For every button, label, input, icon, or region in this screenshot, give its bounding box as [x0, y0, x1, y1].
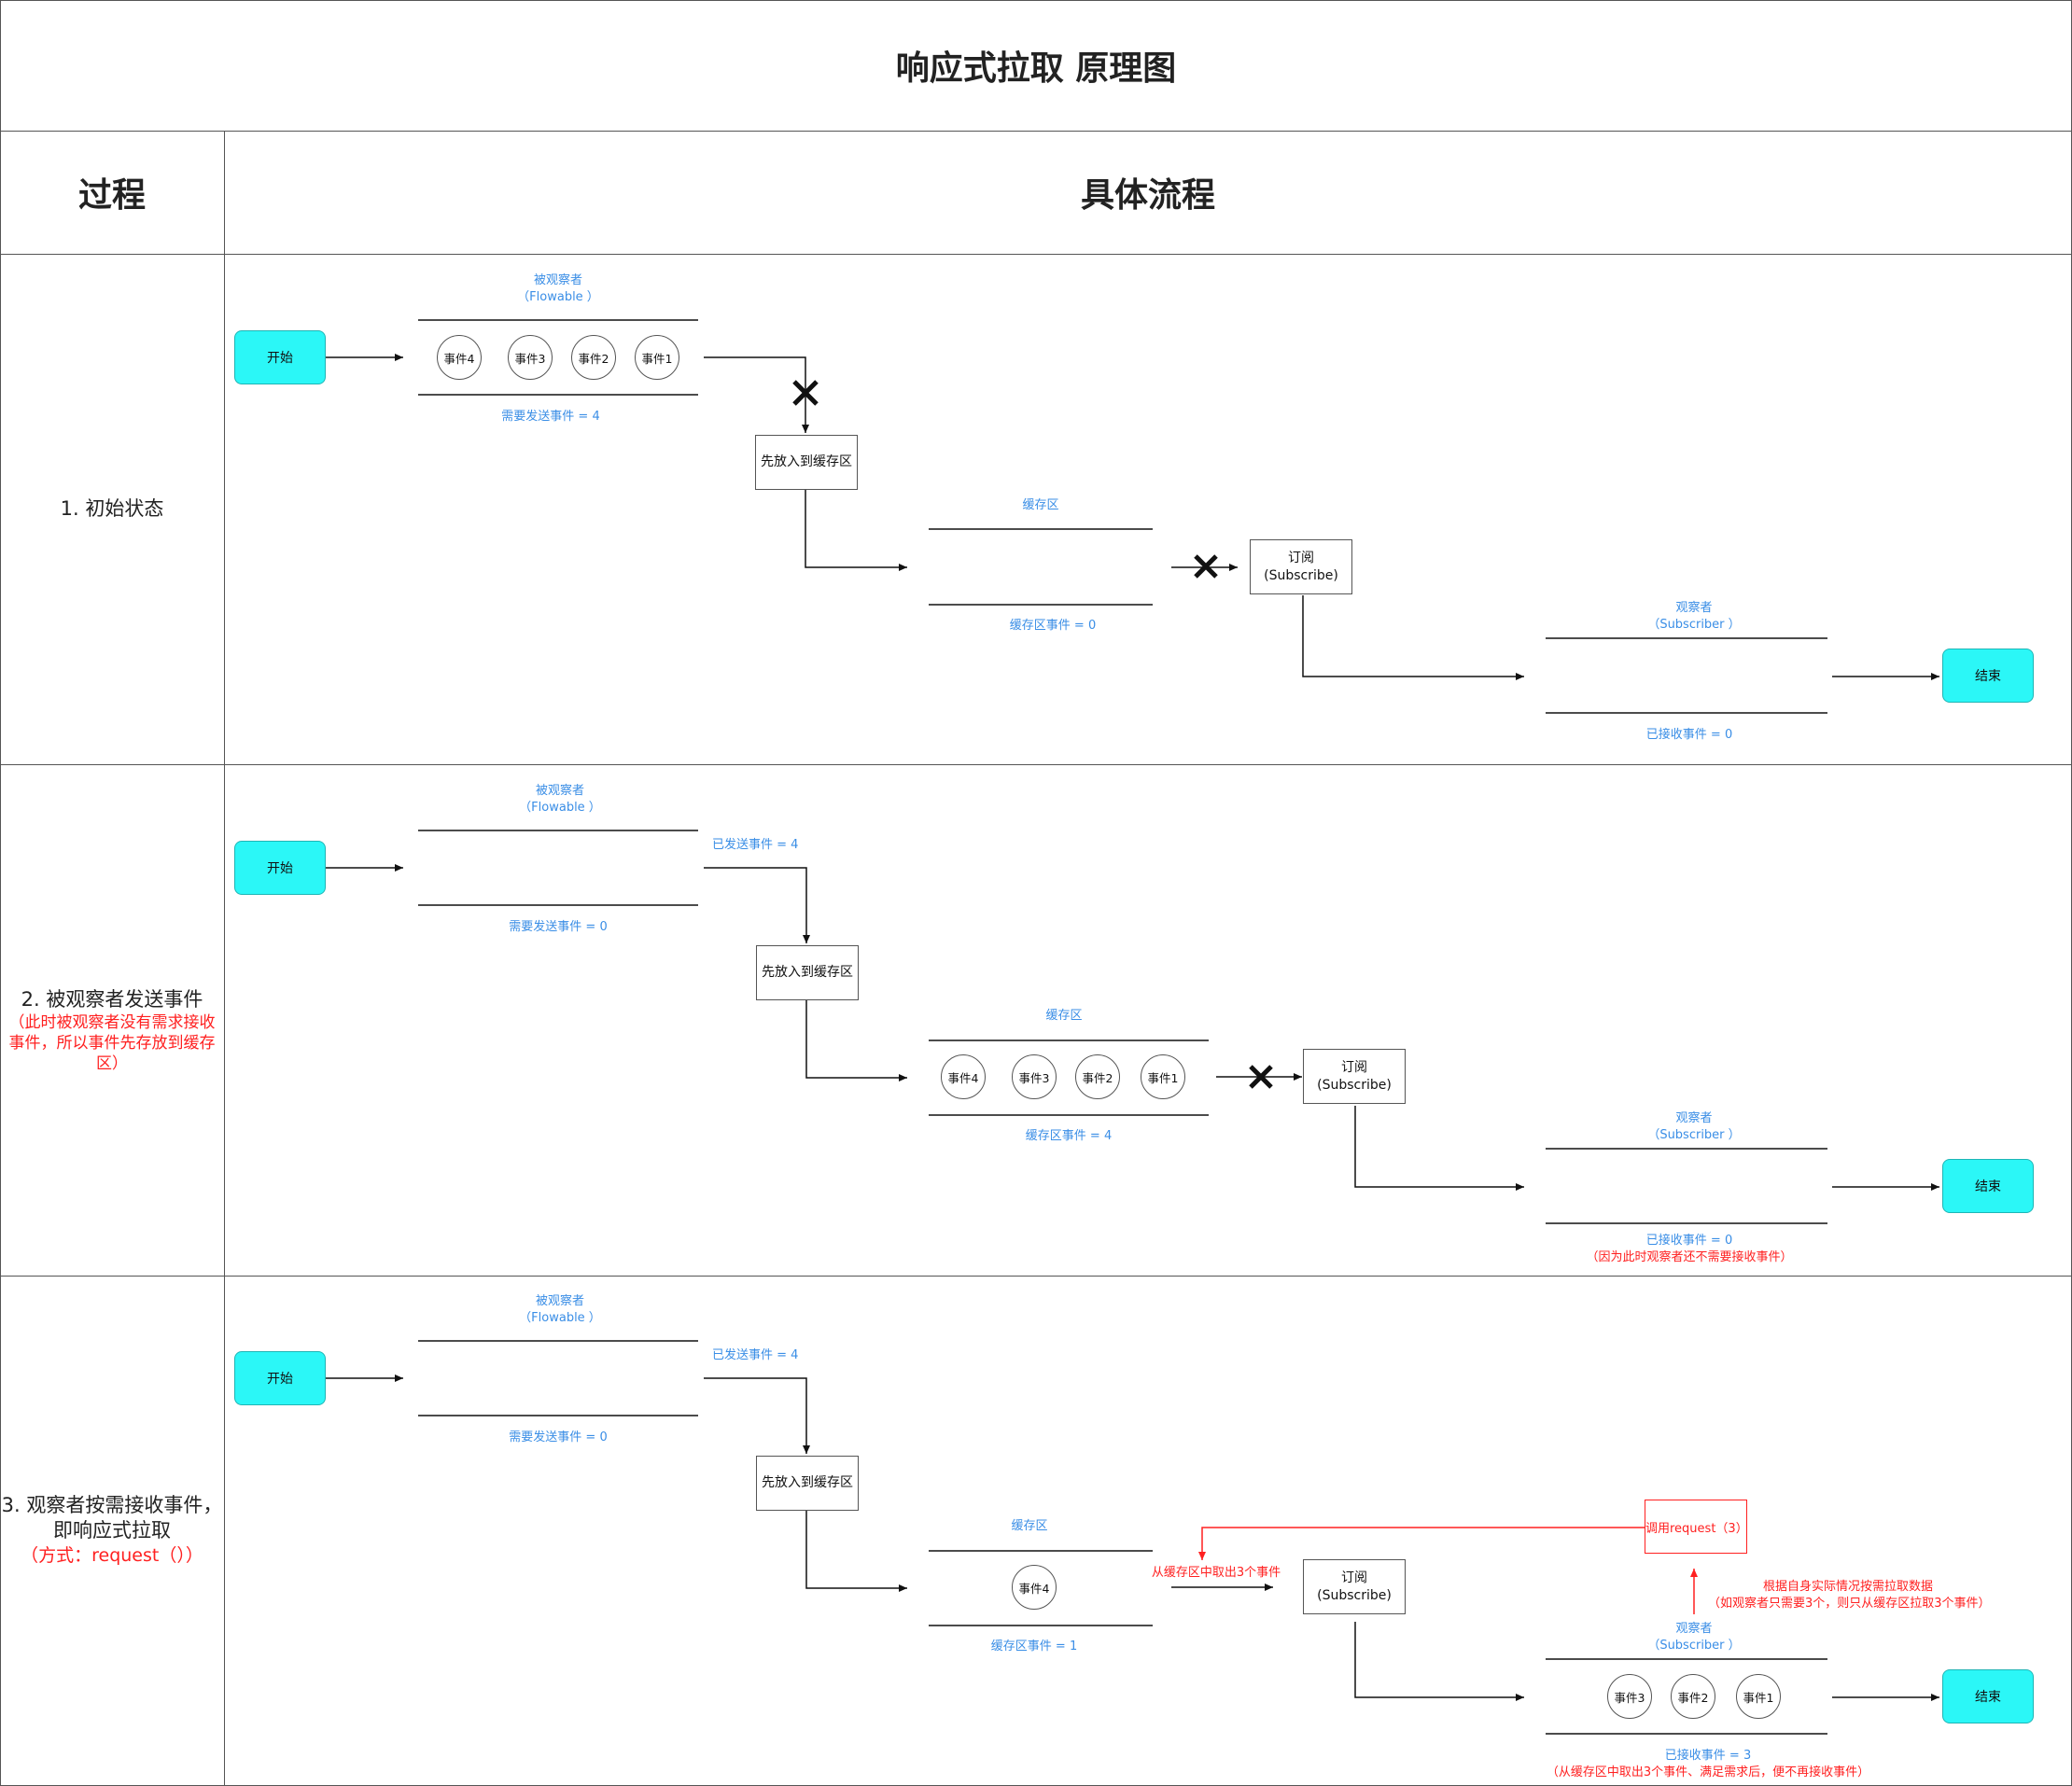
observer-label: 观察者 （Subscriber ）	[1643, 1621, 1745, 1654]
subscribe-subtitle: (Subscribe)	[1264, 567, 1338, 583]
divider-row2	[0, 1276, 2072, 1277]
subscribe-title: 订阅	[1341, 1570, 1367, 1586]
buffer-count: 缓存区事件 = 0	[1009, 619, 1097, 633]
observer-subtitle: （Subscriber ）	[1647, 1639, 1741, 1653]
received-count-text: 已接收事件 = 3	[1664, 1749, 1752, 1763]
observer-title: 观察者	[1675, 1622, 1713, 1636]
buffer-action-box: 先放入到缓存区	[755, 435, 858, 490]
row3-label-line2: 即响应式拉取	[53, 1519, 171, 1542]
received-count: 已接收事件 = 3 （从缓存区中取出3个事件、满足需求后，便不再接收事件）	[1512, 1748, 1904, 1781]
subscribe-subtitle: (Subscribe)	[1317, 1587, 1392, 1603]
buffer-count: 缓存区事件 = 4	[1025, 1129, 1113, 1143]
divider-row1	[0, 764, 2072, 765]
observable-label: 被观察者 （Flowable ）	[511, 272, 605, 306]
row2-label-text: 2. 被观察者发送事件	[21, 988, 203, 1011]
start-node: 开始	[234, 1351, 326, 1405]
request-call-box: 调用request（3）	[1645, 1500, 1748, 1554]
need-send-count: 需要发送事件 = 4	[501, 410, 600, 424]
pull-note-line1: 根据自身实际情况按需拉取数据	[1762, 1580, 1933, 1594]
subscribe-box: 订阅 (Subscribe)	[1303, 1049, 1406, 1104]
row3-label-line1: 3. 观察者按需接收事件，	[1, 1494, 223, 1516]
subscribe-box: 订阅 (Subscribe)	[1303, 1559, 1406, 1614]
observer-subtitle: （Subscriber ）	[1647, 1128, 1741, 1143]
need-send-count: 需要发送事件 = 0	[509, 1430, 608, 1444]
subscribe-subtitle: (Subscribe)	[1317, 1077, 1392, 1093]
buffer-count: 缓存区事件 = 1	[990, 1639, 1078, 1653]
start-node: 开始	[234, 841, 326, 895]
observable-subtitle: （Flowable ）	[519, 1311, 601, 1326]
subscribe-title: 订阅	[1288, 551, 1314, 566]
row3-label: 3. 观察者按需接收事件， 即响应式拉取 （方式：request（））	[0, 1493, 224, 1567]
observable-label: 被观察者 （Flowable ）	[513, 1293, 607, 1327]
row3-label-note: （方式：request（））	[21, 1544, 203, 1566]
event-1-node: 事件1	[1736, 1674, 1781, 1719]
observable-title: 被观察者	[533, 273, 582, 287]
divider-title	[0, 131, 2072, 132]
observer-subtitle: （Subscriber ）	[1647, 618, 1741, 633]
buffer-label: 缓存区	[1045, 1009, 1083, 1023]
event-2-node: 事件2	[571, 335, 616, 380]
observer-label: 观察者 （Subscriber ）	[1643, 1110, 1745, 1144]
row1-label-text: 1. 初始状态	[60, 497, 164, 520]
buffer-label: 缓存区	[1022, 498, 1059, 512]
take-from-buffer-label: 从缓存区中取出3个事件	[1151, 1566, 1281, 1580]
observable-subtitle: （Flowable ）	[519, 801, 601, 816]
event-1-node: 事件1	[635, 335, 679, 380]
event-2-node: 事件2	[1671, 1674, 1715, 1719]
diagram-title: 响应式拉取 原理图	[895, 49, 1177, 88]
row2-label-note: （此时被观察者没有需求接收事件，所以事件先存放到缓存区）	[8, 1013, 216, 1074]
buffer-action-box: 先放入到缓存区	[756, 1456, 859, 1511]
end-node: 结束	[1942, 1669, 2034, 1723]
row2-label: 2. 被观察者发送事件 （此时被观察者没有需求接收事件，所以事件先存放到缓存区）	[0, 987, 224, 1075]
event-4-node: 事件4	[941, 1054, 986, 1099]
observable-title: 被观察者	[535, 1294, 584, 1308]
need-send-count: 需要发送事件 = 0	[509, 920, 608, 934]
row1-label: 1. 初始状态	[0, 496, 224, 522]
start-node: 开始	[234, 330, 326, 384]
end-node: 结束	[1942, 649, 2034, 703]
header-process: 过程	[77, 176, 146, 215]
event-3-node: 事件3	[1607, 1674, 1652, 1719]
buffer-label: 缓存区	[1011, 1519, 1048, 1533]
divider-column	[224, 131, 225, 1786]
pull-note-line2: （如观察者只需要3个，则只从缓存区拉取3个事件）	[1708, 1597, 1991, 1612]
subscribe-title: 订阅	[1341, 1060, 1367, 1076]
observable-subtitle: （Flowable ）	[517, 290, 599, 305]
buffer-action-box: 先放入到缓存区	[756, 945, 859, 1000]
received-note: （因为此时观察者还不需要接收事件）	[1586, 1250, 1793, 1265]
event-4-node: 事件4	[437, 335, 482, 380]
observer-title: 观察者	[1675, 601, 1713, 615]
observer-title: 观察者	[1675, 1111, 1713, 1125]
received-count: 已接收事件 = 0 （因为此时观察者还不需要接收事件）	[1540, 1233, 1839, 1266]
event-3-node: 事件3	[1012, 1054, 1057, 1099]
event-4-node: 事件4	[1012, 1565, 1057, 1610]
event-3-node: 事件3	[508, 335, 553, 380]
observable-title: 被观察者	[535, 784, 584, 798]
received-count-text: 已接收事件 = 0	[1645, 1234, 1733, 1248]
end-node: 结束	[1942, 1159, 2034, 1213]
divider-header	[0, 254, 2072, 255]
header-flow: 具体流程	[1080, 176, 1215, 215]
sent-count: 已发送事件 = 4	[712, 1348, 799, 1362]
pull-on-demand-note: 根据自身实际情况按需拉取数据 （如观察者只需要3个，则只从缓存区拉取3个事件）	[1708, 1579, 1991, 1612]
event-1-node: 事件1	[1141, 1054, 1185, 1099]
received-note: （从缓存区中取出3个事件、满足需求后，便不再接收事件）	[1546, 1765, 1870, 1780]
subscribe-box: 订阅 (Subscribe)	[1250, 539, 1352, 594]
received-count: 已接收事件 = 0	[1645, 728, 1733, 742]
observable-label: 被观察者 （Flowable ）	[513, 783, 607, 816]
sent-count: 已发送事件 = 4	[712, 838, 799, 852]
event-2-node: 事件2	[1075, 1054, 1120, 1099]
observer-label: 观察者 （Subscriber ）	[1643, 600, 1745, 634]
